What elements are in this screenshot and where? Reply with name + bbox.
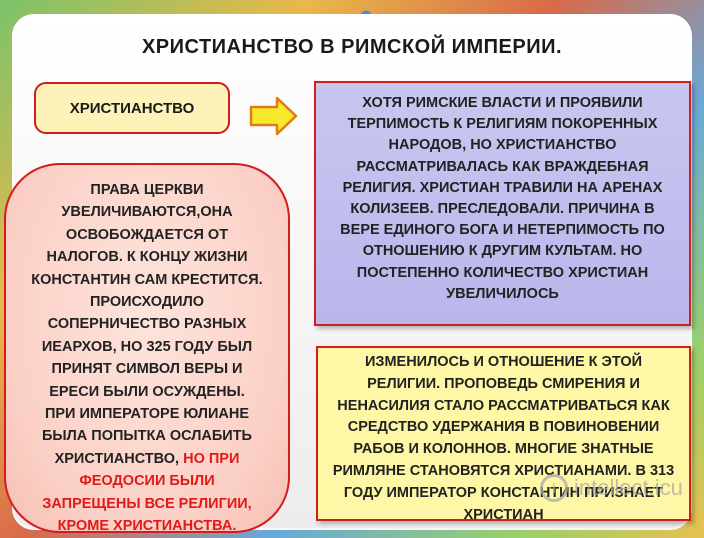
text-line: КОЛИЗЕЕВ. ПРЕСЛЕДОВАЛИ. ПРИЧИНА В	[350, 201, 655, 218]
text-line: ГОДУ ИМПЕРАТОР КОНСТАНТИН ПРИЗНАЕТ	[343, 484, 664, 501]
highlighted-text-line: ФЕОДОСИИ БЫЛИ	[79, 473, 215, 490]
text-segment: ХРИСТИАНСТВО,	[54, 450, 184, 467]
text-line: СОПЕРНИЧЕСТВО РАЗНЫХ	[47, 316, 247, 333]
text-line: ИЗМЕНИЛОСЬ И ОТНОШЕНИЕ К ЭТОЙ	[364, 354, 643, 370]
highlighted-text-line: КРОМЕ ХРИСТИАНСТВА.	[57, 518, 237, 535]
text-line: РИМЛЯНЕ СТАНОВЯТСЯ ХРИСТИАНАМИ. В 313	[332, 462, 675, 479]
right-arrow-icon	[249, 96, 298, 136]
text-line-mixed: ХРИСТИАНСТВО, НО ПРИ	[20, 448, 274, 470]
watermark-text: intellect.icu	[574, 475, 683, 500]
text-line: ЕРЕСИ БЫЛИ ОСУЖДЕНЫ.	[49, 383, 245, 400]
text-line: ОТНОШЕНИЮ К ДРУГИМ КУЛЬТАМ. НО	[362, 243, 643, 260]
slide-title: ХРИСТИАНСТВО В РИМСКОЙ ИМПЕРИИ.	[141, 36, 563, 58]
text-line: НЕНАСИЛИЯ СТАЛО РАССМАТРИВАТЬСЯ КАК	[337, 397, 670, 414]
watermark-logo-icon: i	[540, 474, 568, 502]
text-line: УВЕЛИЧИЛОСЬ	[446, 285, 559, 302]
text-line: ПРИ ИМПЕРАТОРЕ ЮЛИАНЕ	[44, 406, 250, 423]
tolerance-text-box: ХОТЯ РИМСКИЕ ВЛАСТИ И ПРОЯВИЛИ ТЕРПИМОСТ…	[314, 81, 691, 326]
highlighted-text-line: ЗАПРЕЩЕНЫ ВСЕ РЕЛИГИИ,	[42, 495, 252, 512]
text-line: ОСВОБОЖДАЕТСЯ ОТ	[65, 226, 229, 243]
text-line: ПОСТЕПЕННО КОЛИЧЕСТВО ХРИСТИАН	[356, 264, 649, 281]
christianity-label-box: ХРИСТИАНСТВО	[34, 82, 230, 134]
text-line: ВЕРЕ ЕДИНОГО БОГА И НЕТЕРПИМОСТЬ ПО	[340, 222, 665, 239]
text-line: РАБОВ И КОЛОННОВ. МНОГИЕ ЗНАТНЫЕ	[353, 441, 654, 458]
text-line: БЫЛА ПОПЫТКА ОСЛАБИТЬ	[42, 428, 252, 445]
highlighted-text-segment: НО ПРИ	[183, 450, 240, 467]
church-rights-text-box: ПРАВА ЦЕРКВИ УВЕЛИЧИВАЮТСЯ,ОНА ОСВОБОЖДА…	[4, 163, 290, 534]
text-line: РЕЛИГИЯ. ХРИСТИАН ТРАВИЛИ НА АРЕНАХ	[342, 179, 663, 196]
text-line: ХРИСТИАН	[463, 506, 544, 523]
attitude-change-text-box: ИЗМЕНИЛОСЬ И ОТНОШЕНИЕ К ЭТОЙ РЕЛИГИИ. П…	[316, 346, 691, 523]
text-line: РАССМАТРИВАЛАСЬ КАК ВРАЖДЕБНАЯ	[356, 158, 649, 175]
text-line: РЕЛИГИИ. ПРОПОВЕДЬ СМИРЕНИЯ И	[367, 375, 640, 392]
text-line: КОНСТАНТИН САМ КРЕСТИТСЯ.	[31, 271, 263, 288]
text-line: НАРОДОВ, НО ХРИСТИАНСТВО	[388, 137, 617, 154]
text-line: ХОТЯ РИМСКИЕ ВЛАСТИ И ПРОЯВИЛИ	[362, 95, 643, 111]
text-line: ТЕРПИМОСТЬ К РЕЛИГИЯМ ПОКОРЕННЫХ	[347, 116, 658, 133]
text-line: ПРИНЯТ СИМВОЛ ВЕРЫ И	[51, 361, 243, 378]
text-line: ПРОИСХОДИЛО	[89, 294, 205, 311]
text-line: СРЕДСТВО УДЕРЖАНИЯ В ПОВИНОВЕНИИ	[347, 419, 660, 436]
text-line: НАЛОГОВ. К КОНЦУ ЖИЗНИ	[46, 249, 248, 266]
watermark: i intellect.icu	[540, 468, 704, 508]
text-line: ИЕАРХОВ, НО 325 ГОДУ БЫЛ	[41, 338, 253, 355]
text-line: ПРАВА ЦЕРКВИ	[90, 182, 204, 198]
text-line: УВЕЛИЧИВАЮТСЯ,ОНА	[61, 204, 233, 221]
christianity-label: ХРИСТИАНСТВО	[69, 99, 195, 117]
